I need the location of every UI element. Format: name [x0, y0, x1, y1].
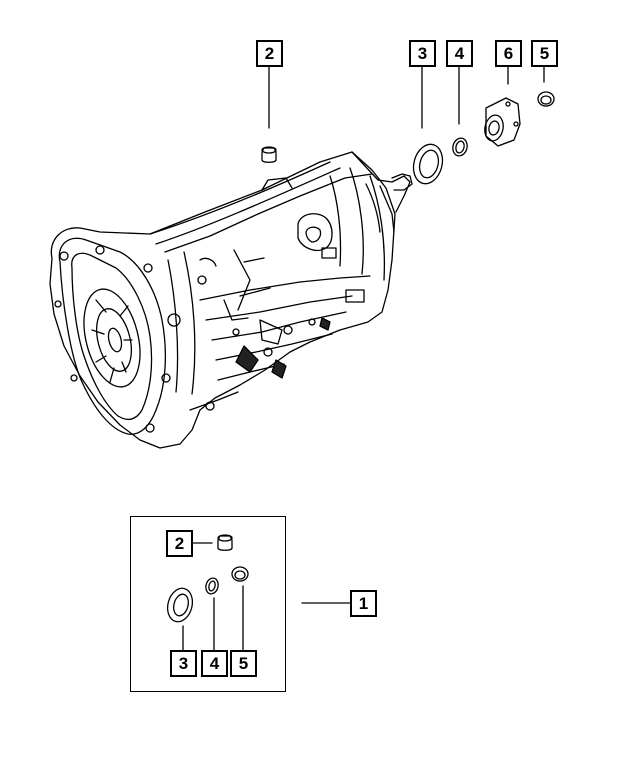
seal-part-top	[412, 143, 444, 185]
callout-3-kit: 3	[170, 650, 197, 677]
plug-part-top	[261, 146, 277, 163]
callout-2-top: 2	[256, 40, 283, 67]
callout-2-kit: 2	[166, 530, 193, 557]
flange-part-top	[484, 97, 521, 147]
bushing-part-top	[537, 91, 555, 107]
callout-5-kit: 5	[230, 650, 257, 677]
callout-4-top: 4	[446, 40, 473, 67]
oring-part-top	[452, 137, 468, 157]
callout-6-top: 6	[495, 40, 522, 67]
oring-part-kit	[205, 577, 219, 595]
plug-part-kit	[217, 534, 233, 551]
seal-part-kit	[166, 587, 194, 623]
callout-4-kit: 4	[201, 650, 228, 677]
callout-1-kit: 1	[350, 590, 377, 617]
bushing-part-kit	[231, 566, 249, 582]
callout-5-top: 5	[531, 40, 558, 67]
callout-3-top: 3	[409, 40, 436, 67]
transmission-assembly	[49, 151, 413, 449]
service-kit-box	[130, 516, 286, 692]
